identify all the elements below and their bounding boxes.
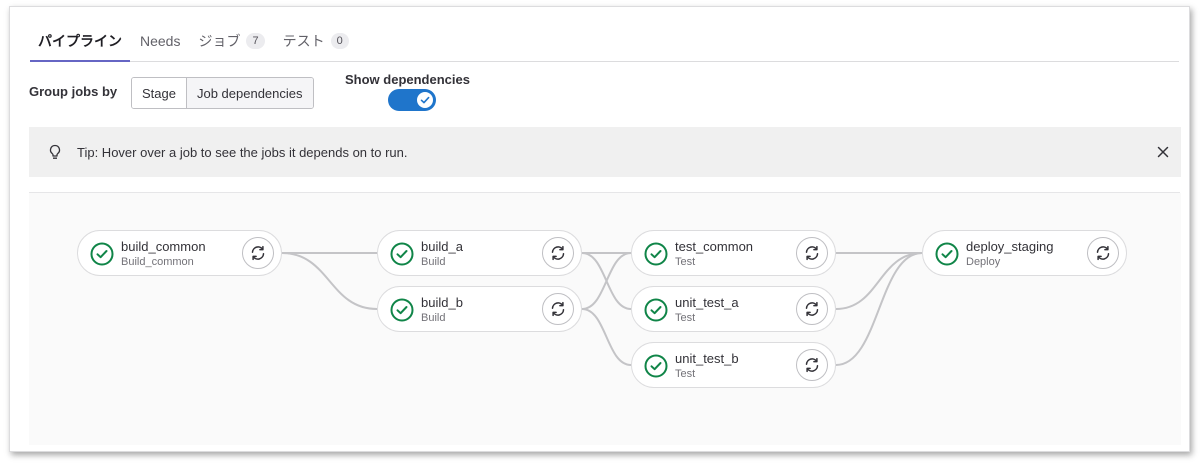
status-success-icon: [644, 298, 668, 322]
retry-icon: [1096, 245, 1110, 261]
tab-needs-label: Needs: [140, 33, 181, 49]
retry-icon: [551, 245, 565, 261]
tab-tests-label: テスト: [282, 33, 325, 49]
link-build-b-to-unit-test-b: [581, 308, 632, 366]
show-dependencies-label: Show dependencies: [345, 72, 470, 87]
tab-pipeline[interactable]: パイプライン: [30, 21, 130, 62]
status-success-icon: [390, 242, 414, 266]
tab-tests[interactable]: テスト 0: [275, 21, 357, 61]
pipeline-panel: パイプライン Needs ジョブ 7 テスト 0 Group jobs by S…: [9, 6, 1190, 452]
lightbulb-icon: [47, 144, 63, 160]
retry-icon: [551, 301, 565, 317]
job-stage: Test: [675, 368, 696, 380]
tab-jobs-count-badge: 7: [246, 33, 265, 49]
dependency-links: [281, 252, 923, 366]
retry-icon: [251, 245, 265, 261]
tab-jobs[interactable]: ジョブ 7: [190, 21, 272, 61]
status-success-icon: [90, 242, 114, 266]
group-by-dependencies-button[interactable]: Job dependencies: [185, 78, 313, 108]
status-success-icon: [390, 298, 414, 322]
retry-icon: [805, 301, 819, 317]
link-unit-test-a-to-deploy-staging: [835, 252, 923, 310]
tab-pipeline-label: パイプライン: [38, 33, 122, 49]
retry-icon: [805, 357, 819, 373]
retry-button[interactable]: [796, 349, 828, 381]
link-build-common-to-build-b: [281, 252, 378, 310]
job-name: unit_test_b: [675, 351, 739, 366]
group-by-stage-button[interactable]: Stage: [132, 78, 186, 108]
retry-button[interactable]: [242, 237, 274, 269]
retry-icon: [805, 245, 819, 261]
tab-jobs-label: ジョブ: [198, 33, 241, 49]
job-name: build_a: [421, 239, 463, 254]
show-dependencies-toggle[interactable]: [388, 89, 436, 111]
retry-button[interactable]: [796, 293, 828, 325]
job-stage: Build: [421, 312, 446, 324]
retry-button[interactable]: [542, 293, 574, 325]
group-jobs-label: Group jobs by: [29, 84, 118, 99]
job-stage: Build_common: [121, 256, 194, 268]
tip-alert: Tip: Hover over a job to see the jobs it…: [29, 127, 1181, 177]
job-name: test_common: [675, 239, 754, 254]
status-success-icon: [644, 354, 668, 378]
retry-button[interactable]: [796, 237, 828, 269]
job-name: unit_test_a: [675, 295, 739, 310]
section-divider: [29, 192, 1180, 193]
job-name: build_common: [121, 239, 206, 254]
link-build-b-to-test-common: [581, 252, 632, 310]
group-jobs-toggle: Stage Job dependencies: [131, 77, 314, 109]
retry-button[interactable]: [542, 237, 574, 269]
close-icon[interactable]: [1153, 142, 1173, 162]
tab-tests-count-badge: 0: [330, 33, 349, 49]
toggle-check-icon: [417, 92, 433, 108]
job-stage: Deploy: [966, 256, 1001, 268]
pipeline-tabs: パイプライン Needs ジョブ 7 テスト 0: [30, 21, 1179, 62]
job-name: build_b: [421, 295, 463, 310]
tab-needs[interactable]: Needs: [132, 21, 188, 61]
job-name: deploy_staging: [966, 239, 1054, 254]
status-success-icon: [644, 242, 668, 266]
link-unit-test-b-to-deploy-staging: [835, 252, 923, 366]
job-stage: Build: [421, 256, 446, 268]
tip-text: Tip: Hover over a job to see the jobs it…: [77, 144, 408, 160]
job-stage: Test: [675, 312, 696, 324]
status-success-icon: [935, 242, 959, 266]
job-stage: Test: [675, 256, 696, 268]
retry-button[interactable]: [1087, 237, 1119, 269]
